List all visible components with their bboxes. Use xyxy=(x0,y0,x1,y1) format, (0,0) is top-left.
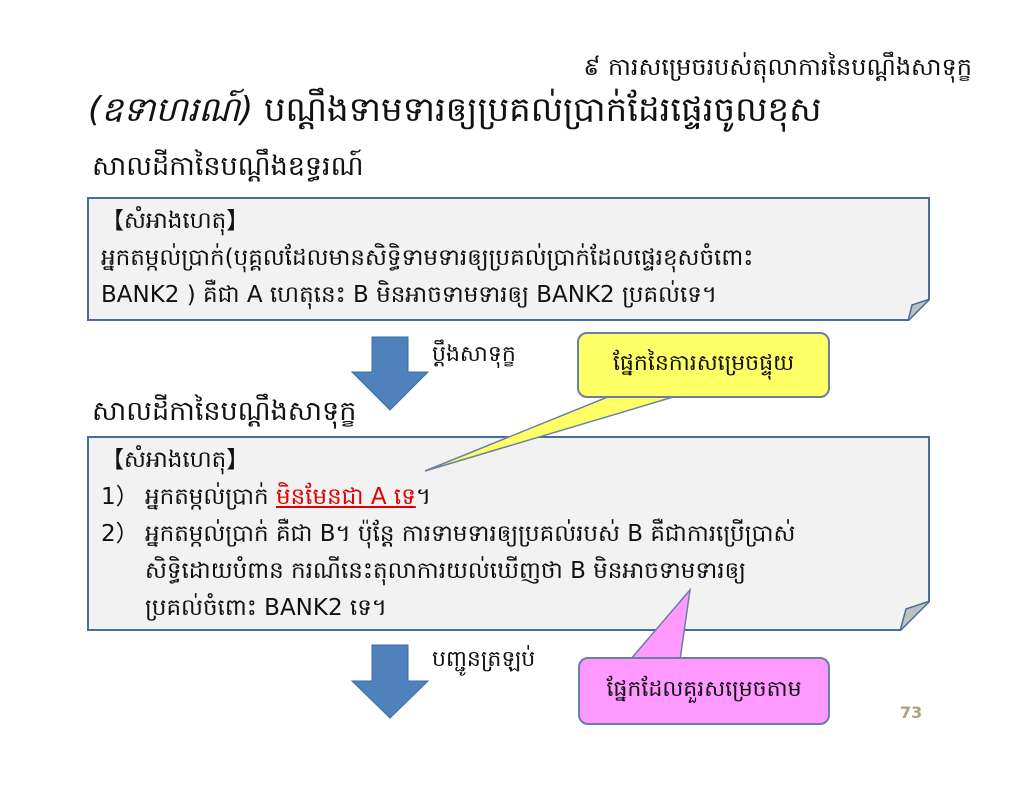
appeal-reasoning-box: 【សំអាងហេតុ】 អ្នកតម្កល់ប្រាក់(បុគ្គលដែលមា… xyxy=(87,197,930,321)
box-line: BANK2 ) គឺជា A ហេតុនេះ B មិនអាចទាមទារឲ្យ… xyxy=(101,282,718,308)
item-text: សិទ្ធិដោយបំពាន ករណីនេះតុលាការយល់ឃើញថា B … xyxy=(145,558,747,584)
page-number: 73 xyxy=(900,703,923,722)
folded-corner-icon xyxy=(900,601,930,631)
cassation-reasoning-box: 【សំអាងហេតុ】 1）អ្នកតម្កល់ប្រាក់ មិនមែនជា … xyxy=(87,436,930,631)
item-text: ប្រគល់ចំពោះ BANK2 ទេ។ xyxy=(145,595,387,621)
item-end: ។ xyxy=(415,484,431,510)
highlighted-text: មិនមែនជា A ទេ xyxy=(275,484,416,510)
box-header: 【សំអាងហេតុ】 xyxy=(101,447,250,473)
section-title: ៩ ការសម្រេចរបស់តុលាការនៃបណ្ដឹងសាទុក្ខ xyxy=(583,53,972,81)
down-arrow-icon xyxy=(350,336,430,411)
item-text: អ្នកតម្កល់ប្រាក់ xyxy=(145,484,276,510)
box-header: 【សំអាងហេតុ】 xyxy=(101,208,250,234)
callout-text: ផ្នែកដែលគួរសម្រេចតាម xyxy=(606,677,802,702)
reason-item-2: 2）អ្នកតម្កល់ប្រាក់ គឺជា B។ ប៉ុន្តែ ការទា… xyxy=(101,516,916,553)
example-label: (ឧទាហរណ៍) xyxy=(88,90,254,130)
callout-text: ផ្នែកនៃការសម្រេចផ្ទុយ xyxy=(612,351,795,376)
item-text: អ្នកតម្កល់ប្រាក់ គឺជា B។ ប៉ុន្តែ ការទាមទ… xyxy=(145,521,796,547)
item-number: 2） xyxy=(101,521,139,547)
callout-tail xyxy=(628,587,692,661)
cassation-judgment-label: សាលដីកានៃបណ្ដឹងសាទុក្ខ xyxy=(92,396,357,427)
page-title: (ឧទាហរណ៍) បណ្ដឹងទាមទារឲ្យប្រគល់ប្រាក់ដែរ… xyxy=(88,88,821,138)
appeal-arrow-label: ប្ដឹងសាទុក្ខ xyxy=(432,342,516,367)
reason-item-1: 1）អ្នកតម្កល់ប្រាក់ មិនមែនជា A ទេ។ xyxy=(101,479,916,516)
remand-arrow-label: បញ្ជូនត្រឡប់ xyxy=(432,647,536,672)
down-arrow-icon xyxy=(350,644,430,719)
contrary-decision-callout: ផ្នែកនៃការសម្រេចផ្ទុយ xyxy=(577,332,830,398)
item-number: 1） xyxy=(101,484,139,510)
box-line: អ្នកតម្កល់ប្រាក់(បុគ្គលដែលមានសិទ្ធិទាមទា… xyxy=(101,245,754,271)
folded-corner-icon xyxy=(908,299,930,321)
title-text: បណ្ដឹងទាមទារឲ្យប្រគល់ប្រាក់ដែរផ្ទេរចូលខុ… xyxy=(263,90,822,130)
appeal-judgment-label: សាលដីកានៃបណ្ដឹងឧទ្ធរណ៍ xyxy=(92,151,364,182)
should-follow-callout: ផ្នែកដែលគួរសម្រេចតាម xyxy=(578,657,830,725)
callout-tail xyxy=(424,391,691,472)
